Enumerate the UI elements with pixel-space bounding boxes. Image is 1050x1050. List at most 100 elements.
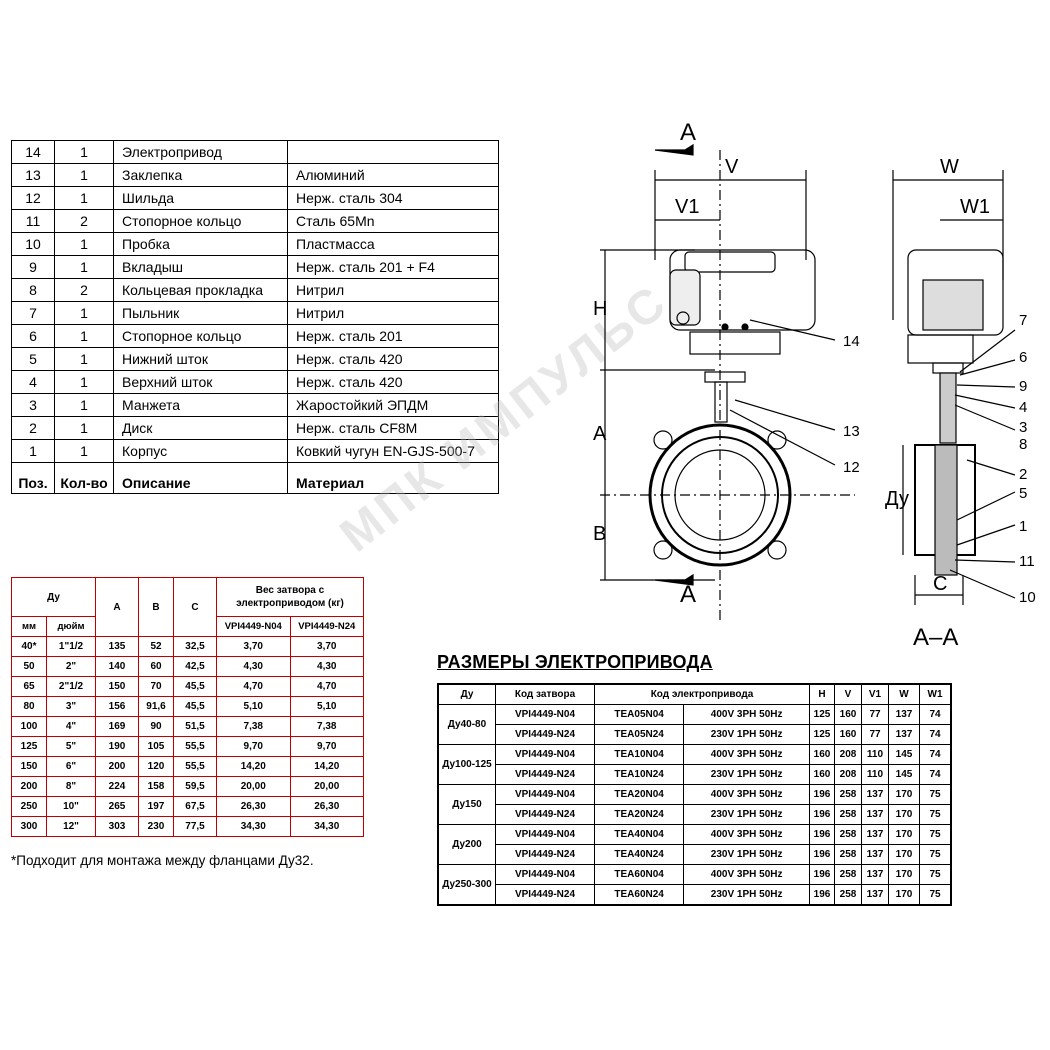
actuator-cell-w: 137 xyxy=(888,724,920,745)
dims-cell-mm: 80 xyxy=(11,696,47,717)
part-desc: Шильда xyxy=(113,186,288,210)
dims-cell-inch: 4" xyxy=(46,716,96,737)
dims-cell-w2: 4,30 xyxy=(289,656,364,677)
actuator-cell-w1: 74 xyxy=(919,704,952,725)
actuator-cell-w: 170 xyxy=(888,844,920,865)
callout-label: 13 xyxy=(843,423,860,440)
dims-cell-a: 150 xyxy=(95,676,139,697)
dims-cell-b: 120 xyxy=(138,756,174,777)
part-material: Ковкий чугун EN-GJS-500-7 xyxy=(287,439,499,463)
dims-cell-mm: 250 xyxy=(11,796,47,817)
dims-cell-w1: 9,70 xyxy=(216,736,291,757)
parts-header-pos: Поз. xyxy=(11,462,55,494)
side-flange xyxy=(932,362,964,374)
part-pos: 14 xyxy=(11,140,55,164)
callout-label: 7 xyxy=(1019,312,1027,329)
actuator-cell-valve: VPI4449-N24 xyxy=(495,724,595,745)
leader-9 xyxy=(956,384,1016,388)
lug-hole xyxy=(653,540,673,560)
actuator-cell-w: 145 xyxy=(888,764,920,785)
dims-cell-mm: 65 xyxy=(11,676,47,697)
actuator-cell-v1: 77 xyxy=(861,724,889,745)
actuator-cell-w1: 75 xyxy=(919,844,952,865)
part-pos: 1 xyxy=(11,439,55,463)
callout-label: 6 xyxy=(1019,349,1027,366)
actuator-cell-w1: 74 xyxy=(919,744,952,765)
callout-label: 4 xyxy=(1019,399,1027,416)
part-pos: 11 xyxy=(11,209,55,233)
actuator-cell-v: 208 xyxy=(834,744,862,765)
actuator-cell-valve: VPI4449-N04 xyxy=(495,864,595,885)
callout-label: 12 xyxy=(843,459,860,476)
actuator-cell-power: 400V 3PH 50Hz xyxy=(683,744,810,765)
part-pos: 7 xyxy=(11,301,55,325)
leader-5 xyxy=(956,491,1016,521)
callout-label: 5 xyxy=(1019,485,1027,502)
side-actuator-fins xyxy=(922,279,984,331)
part-material: Нитрил xyxy=(287,301,499,325)
part-qty: 1 xyxy=(54,393,114,417)
valve-neck xyxy=(714,381,728,423)
actuator-cell-h: 196 xyxy=(809,844,835,865)
dims-header-dn: Ду xyxy=(11,577,96,617)
actuator-cell-w1: 75 xyxy=(919,824,952,845)
part-qty: 1 xyxy=(54,232,114,256)
actuator-cell-code: TEA10N04 xyxy=(593,744,685,765)
dims-header-row: Ду A B C Вес затвора с электроприводом (… xyxy=(11,577,364,637)
actuator-cell-v1: 137 xyxy=(861,824,889,845)
dims-cell-c: 55,5 xyxy=(173,756,217,777)
actuator-cell-v1: 137 xyxy=(861,844,889,865)
dims-cell-c: 77,5 xyxy=(173,816,217,837)
callout-label: 11 xyxy=(1019,553,1035,570)
part-material: Жаростойкий ЭПДМ xyxy=(287,393,499,417)
act-header-w1: W1 xyxy=(919,683,952,705)
dims-cell-a: 140 xyxy=(95,656,139,677)
dims-cell-inch: 5" xyxy=(46,736,96,757)
actuator-cell-v: 258 xyxy=(834,844,862,865)
dims-cell-inch: 1"1/2 xyxy=(46,636,96,657)
dims-cell-w1: 26,30 xyxy=(216,796,291,817)
dim-label-dn: Ду xyxy=(885,488,909,510)
actuator-base xyxy=(689,331,781,355)
part-desc: Стопорное кольцо xyxy=(113,209,288,233)
dims-header-mm: мм xyxy=(11,616,47,637)
actuator-screw xyxy=(721,323,729,331)
actuator-header-row: Ду Код затвора Код электропривода H V V1… xyxy=(437,683,952,705)
callout-label: 3 xyxy=(1019,419,1027,436)
part-desc: Нижний шток xyxy=(113,347,288,371)
dims-cell-w1: 4,30 xyxy=(216,656,291,677)
dim-label-h: H xyxy=(593,298,607,320)
dims-cell-w2: 9,70 xyxy=(289,736,364,757)
dims-cell-b: 52 xyxy=(138,636,174,657)
lug-hole xyxy=(653,430,673,450)
valve-drawing: A A V V1 H A B W W1 Ду C A–A 14131276943… xyxy=(593,119,1036,651)
actuator-cell-w1: 75 xyxy=(919,784,952,805)
dims-cell-c: 55,5 xyxy=(173,736,217,757)
actuator-cell-v: 258 xyxy=(834,864,862,885)
valve-body-inner xyxy=(661,436,779,554)
part-material: Нитрил xyxy=(287,278,499,302)
section-title: A–A xyxy=(913,624,958,651)
dim-label-a: A xyxy=(593,423,607,445)
dims-cell-c: 45,5 xyxy=(173,696,217,717)
actuator-cell-h: 196 xyxy=(809,824,835,845)
actuator-cell-code: TEA05N24 xyxy=(593,724,685,745)
part-qty: 1 xyxy=(54,255,114,279)
actuator-cell-code: TEA20N04 xyxy=(593,784,685,805)
